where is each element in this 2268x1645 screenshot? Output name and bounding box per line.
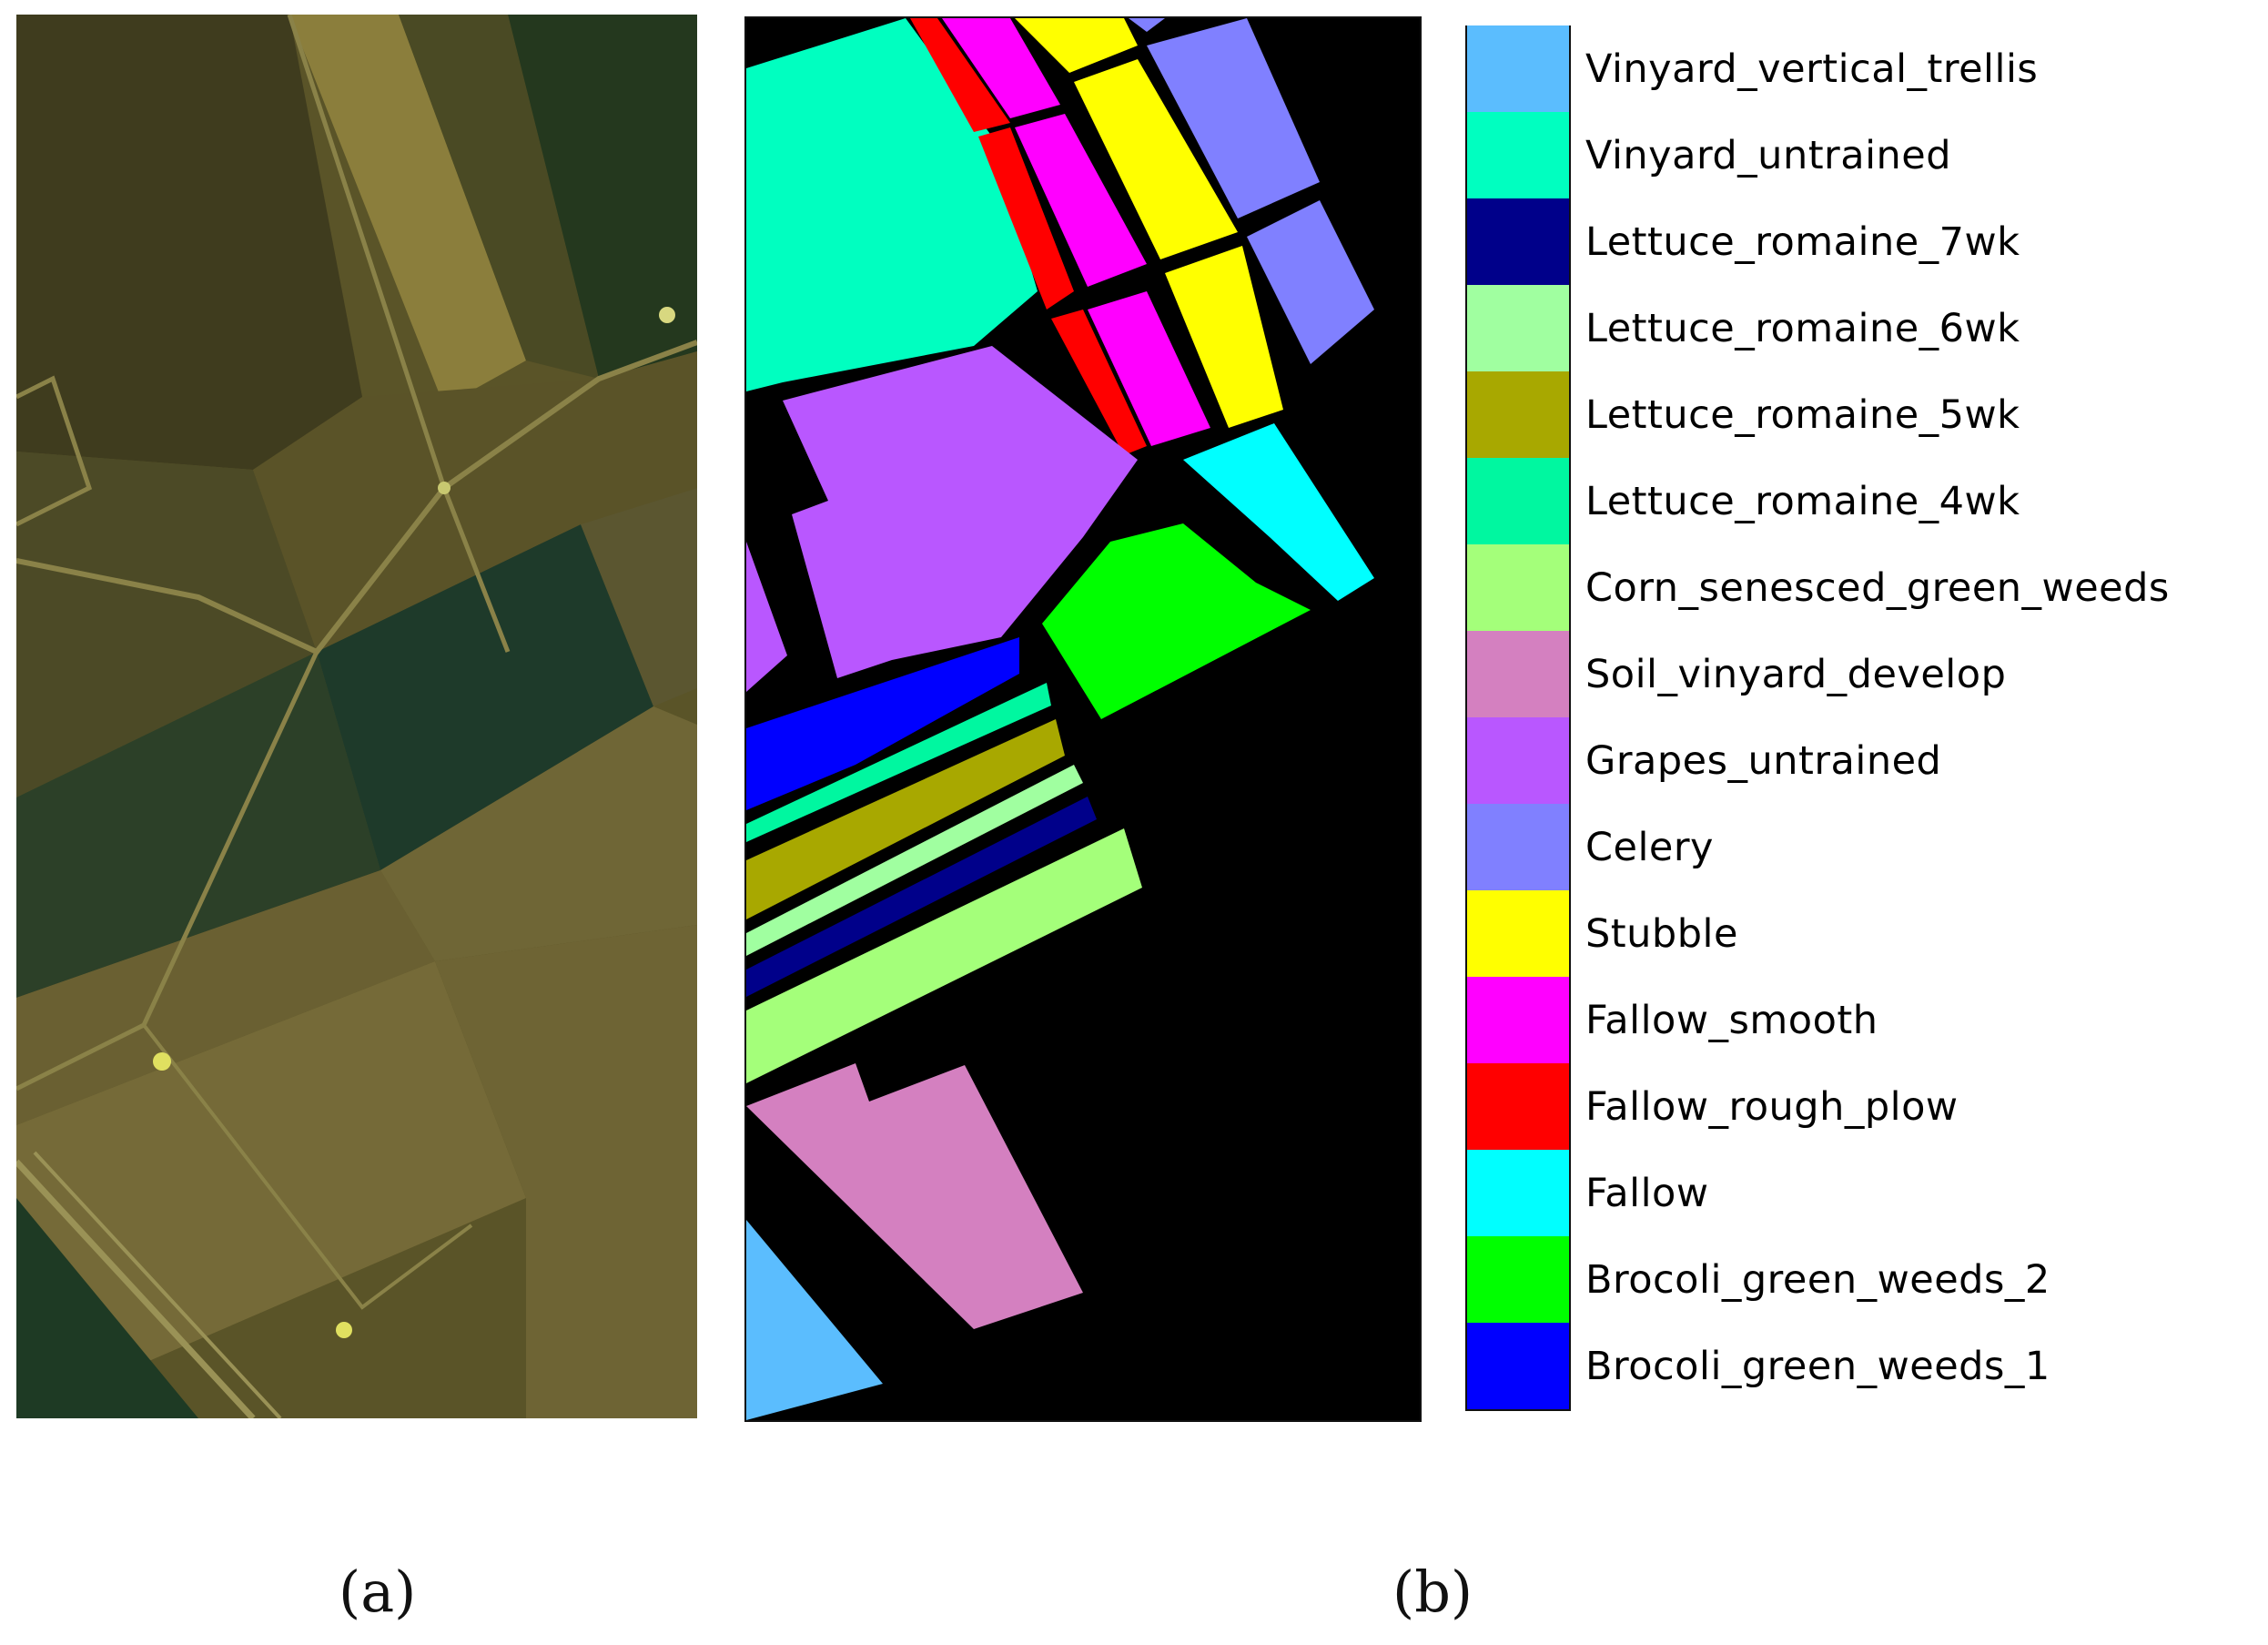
legend-swatch bbox=[1465, 198, 1571, 285]
legend-label: Lettuce_romaine_4wk bbox=[1585, 478, 2020, 524]
legend-label: Lettuce_romaine_7wk bbox=[1585, 218, 2020, 265]
legend-label: Celery bbox=[1585, 824, 1715, 870]
legend-bottom-border bbox=[1465, 1409, 1571, 1411]
legend-label: Fallow_rough_plow bbox=[1585, 1083, 1959, 1130]
aerial-fields bbox=[16, 15, 697, 1418]
legend-item: Lettuce_romaine_5wk bbox=[1465, 371, 2266, 458]
legend-swatch bbox=[1465, 631, 1571, 717]
legend-item: Celery bbox=[1465, 804, 2266, 890]
legend-swatch bbox=[1465, 890, 1571, 977]
legend-item: Vinyard_untrained bbox=[1465, 112, 2266, 198]
legend-item: Brocoli_green_weeds_1 bbox=[1465, 1323, 2266, 1409]
legend-item: Fallow_rough_plow bbox=[1465, 1063, 2266, 1150]
caption-b: (b) bbox=[1392, 1559, 1473, 1625]
caption-a: (a) bbox=[339, 1559, 417, 1625]
legend-item: Fallow bbox=[1465, 1150, 2266, 1236]
legend-swatch bbox=[1465, 285, 1571, 371]
legend-label: Brocoli_green_weeds_1 bbox=[1585, 1343, 2050, 1389]
legend-item: Lettuce_romaine_4wk bbox=[1465, 458, 2266, 544]
legend-item: Brocoli_green_weeds_2 bbox=[1465, 1236, 2266, 1323]
legend-label: Lettuce_romaine_5wk bbox=[1585, 391, 2020, 438]
legend-label: Stubble bbox=[1585, 910, 1738, 957]
legend-label: Soil_vinyard_develop bbox=[1585, 651, 2007, 697]
legend-swatch bbox=[1465, 1323, 1571, 1409]
legend-label: Brocoli_green_weeds_2 bbox=[1585, 1256, 2050, 1303]
legend-item: Lettuce_romaine_7wk bbox=[1465, 198, 2266, 285]
legend-swatch bbox=[1465, 112, 1571, 198]
legend-item: Fallow_smooth bbox=[1465, 977, 2266, 1063]
legend-swatch bbox=[1465, 717, 1571, 804]
legend-label: Grapes_untrained bbox=[1585, 737, 1942, 784]
legend-swatch bbox=[1465, 804, 1571, 890]
legend-item: Stubble bbox=[1465, 890, 2266, 977]
legend-item: Lettuce_romaine_6wk bbox=[1465, 285, 2266, 371]
legend-item: Grapes_untrained bbox=[1465, 717, 2266, 804]
legend-swatch bbox=[1465, 371, 1571, 458]
legend-swatch bbox=[1465, 1150, 1571, 1236]
legend-label: Lettuce_romaine_6wk bbox=[1585, 305, 2020, 351]
legend-label: Vinyard_vertical_trellis bbox=[1585, 46, 2039, 92]
legend-swatch bbox=[1465, 544, 1571, 631]
legend-item: Corn_senesced_green_weeds bbox=[1465, 544, 2266, 631]
legend-label: Fallow bbox=[1585, 1170, 1709, 1216]
legend-swatch bbox=[1465, 977, 1571, 1063]
legend-label: Corn_senesced_green_weeds bbox=[1585, 564, 2170, 611]
legend-swatch bbox=[1465, 1063, 1571, 1150]
ground-truth-map bbox=[744, 16, 1422, 1422]
legend-swatch bbox=[1465, 458, 1571, 544]
class-map bbox=[746, 18, 1420, 1420]
legend-swatch bbox=[1465, 1236, 1571, 1323]
false-color-image bbox=[16, 15, 697, 1418]
legend-label: Fallow_smooth bbox=[1585, 997, 1878, 1043]
legend-label: Vinyard_untrained bbox=[1585, 132, 1952, 178]
legend-item: Soil_vinyard_develop bbox=[1465, 631, 2266, 717]
legend-item: Vinyard_vertical_trellis bbox=[1465, 25, 2266, 112]
legend-swatch bbox=[1465, 25, 1571, 112]
